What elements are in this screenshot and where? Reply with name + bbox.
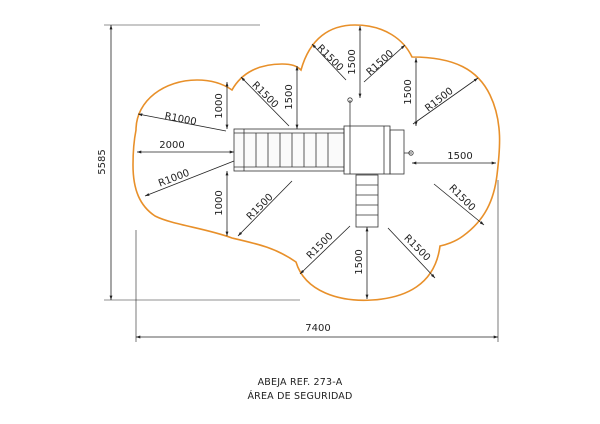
radius-r1500-7: R1500: [299, 225, 351, 275]
overall-height-label: 5585: [97, 149, 108, 174]
vertical-offset-upper-left: 1000: [214, 82, 229, 129]
radius-label: R1500: [245, 192, 276, 223]
vertical-offset-label: 1500: [354, 249, 365, 274]
safety-area-caption: ÁREA DE SEGURIDAD: [247, 391, 353, 402]
vertical-offset-label: 1000: [214, 190, 225, 215]
radius-r1500-1: R1500: [240, 76, 290, 127]
vertical-offset-label: 1500: [403, 79, 414, 104]
vertical-offset-upper-3: 1500: [403, 58, 418, 126]
product-reference-caption: ABEJA REF. 273-A: [257, 377, 343, 388]
radius-label: R1500: [249, 80, 280, 111]
radius-label: R1500: [314, 43, 345, 74]
vertical-offset-label: 1500: [347, 49, 358, 74]
radius-label: R1500: [305, 231, 336, 262]
right-offset-label: 1500: [447, 151, 472, 162]
right-offset-dimension: 1500: [412, 151, 496, 165]
overall-width-label: 7400: [305, 323, 330, 334]
safety-area-outline: [132, 24, 501, 302]
vertical-offset-label: 1000: [214, 93, 225, 118]
radius-label: R1000: [157, 168, 191, 190]
overall-width-dimension: 7400: [135, 180, 499, 342]
vertical-offset-upper-1: 1500: [284, 66, 299, 129]
radius-label: R1500: [423, 86, 455, 115]
vertical-offset-upper-2: 1500: [347, 26, 362, 98]
radius-label: R1000: [164, 111, 198, 128]
playground-structure: [233, 97, 414, 228]
radius-r1500-4: R1500: [412, 77, 479, 125]
vertical-offset-label: 1500: [284, 84, 295, 109]
radius-label: R1500: [365, 48, 396, 78]
radius-r1000-upper: R1000: [137, 111, 227, 132]
vertical-offset-lower: 1500: [354, 227, 369, 299]
radius-r1500-2: R1500: [311, 43, 347, 81]
radius-r1500-6: R1500: [387, 227, 436, 279]
overall-height-dimension: 5585: [97, 24, 300, 301]
radius-r1500-5: R1500: [433, 183, 485, 226]
radius-r1500-8: R1500: [237, 180, 293, 237]
left-offset-dimension: 2000: [137, 140, 234, 154]
radius-r1500-3: R1500: [363, 44, 406, 83]
left-offset-label: 2000: [159, 140, 184, 151]
vertical-offset-lower-left: 1000: [214, 171, 229, 236]
